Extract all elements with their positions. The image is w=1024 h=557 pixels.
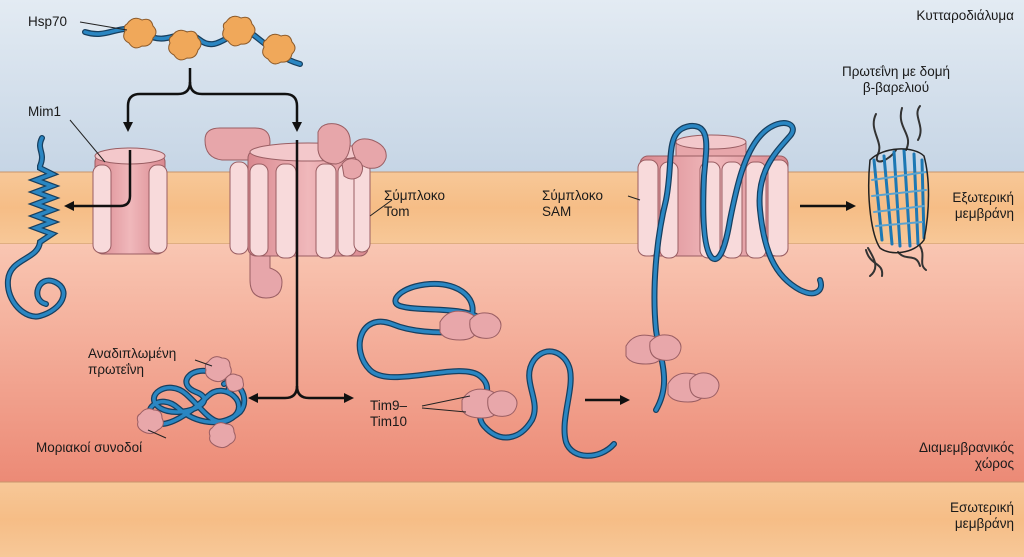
hsp70-branch-arrows xyxy=(123,68,302,132)
sam-substrate-polypeptide xyxy=(651,120,824,413)
beta-barrel-line-1: Πρωτεΐνη με δομή xyxy=(842,64,950,79)
unfolded-protein-line-1: Αναδιπλωμένη xyxy=(88,346,177,361)
tim-bound-polypeptide xyxy=(356,280,617,459)
tom-complex xyxy=(204,123,387,299)
tim9-tim10-line-1: Tim9– xyxy=(370,398,408,413)
outer-membrane-line-2: μεμβράνη xyxy=(954,206,1014,221)
region-outer-membrane-label: Εξωτερική μεμβράνη xyxy=(952,190,1014,222)
mim1-complex xyxy=(92,147,168,255)
tim9-tim10-line-2: Tim10 xyxy=(370,414,408,429)
hsp70-molecules xyxy=(123,15,296,65)
mim1-inserted-protein xyxy=(4,135,67,320)
beta-barrel-protein-label: Πρωτεΐνη με δομή β-βαρελιού xyxy=(826,64,966,96)
chaperone-molecules xyxy=(136,356,244,449)
region-intermembrane-space-label: Διαμεμβρανικός χώρος xyxy=(919,440,1014,472)
beta-barrel-protein xyxy=(865,105,930,277)
sam-complex-line-1: Σύμπλοκο xyxy=(542,188,603,203)
inner-membrane-line-2: μεμβράνη xyxy=(954,516,1014,531)
intermembrane-line-2: χώρος xyxy=(975,456,1014,471)
tom-complex-line-1: Σύμπλοκο xyxy=(384,188,445,203)
cytosol-region xyxy=(0,0,1024,172)
outer-membrane-line-1: Εξωτερική xyxy=(952,190,1014,205)
hsp70-label: Hsp70 xyxy=(28,14,68,29)
mim1-insertion-arrow xyxy=(64,150,132,211)
tim-leader-lines xyxy=(421,395,471,413)
region-cytosol-label: Κυτταροδιάλυμα xyxy=(916,8,1014,23)
sam-substrate-chaperones xyxy=(625,334,720,403)
tim9-tim10-label: Tim9– Tim10 xyxy=(370,398,407,430)
tom-translocation-arrows xyxy=(248,140,354,403)
tim9-tim10-complexes xyxy=(439,310,518,419)
region-inner-membrane-label: Εσωτερική μεμβράνη xyxy=(950,500,1014,532)
chaperones-label: Μοριακοί συνοδοί xyxy=(36,440,143,455)
tom-complex-label: Σύμπλοκο Tom xyxy=(384,188,445,220)
beta-barrel-line-2: β-βαρελιού xyxy=(862,80,930,95)
inner-membrane-band xyxy=(0,482,1024,557)
mim1-label: Mim1 xyxy=(28,104,61,119)
intermembrane-line-1: Διαμεμβρανικός xyxy=(919,440,1014,455)
unfolded-protein-label: Αναδιπλωμένη πρωτεΐνη xyxy=(88,346,176,378)
tom-complex-line-2: Tom xyxy=(384,204,410,219)
intermembrane-space-region xyxy=(0,244,1024,482)
sam-complex-label: Σύμπλοκο SAM xyxy=(542,188,603,220)
sam-complex-line-2: SAM xyxy=(542,204,572,219)
inner-membrane-line-1: Εσωτερική xyxy=(950,500,1014,515)
unfolded-protein-line-2: πρωτεΐνη xyxy=(88,362,144,377)
